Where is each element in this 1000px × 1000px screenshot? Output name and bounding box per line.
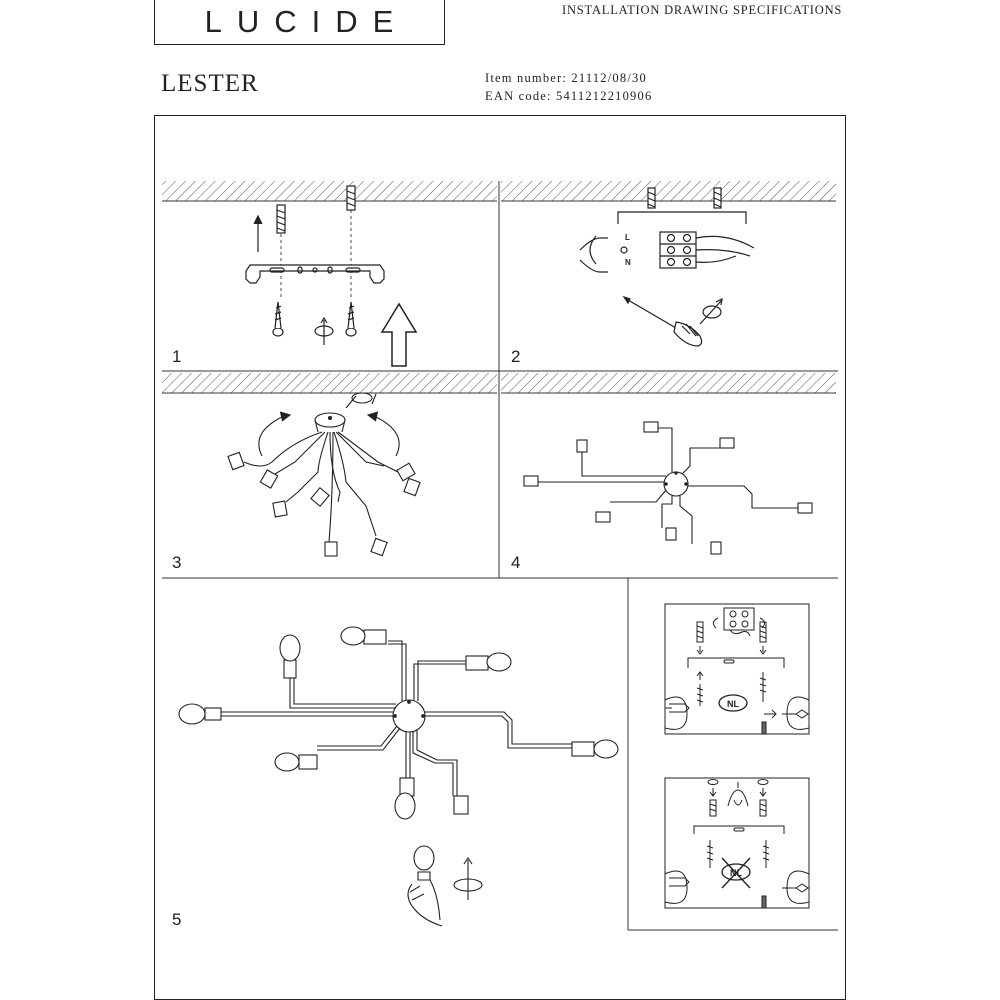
inset-nl-connection <box>664 603 810 735</box>
socket-icon <box>595 511 611 523</box>
screw-anchor-icon <box>696 621 704 655</box>
terminal-block-icon <box>712 607 766 637</box>
socket-icon <box>227 451 245 471</box>
socket-icon <box>643 421 659 433</box>
screw-anchor-icon <box>647 187 656 209</box>
document-type: INSTALLATION DRAWING SPECIFICATIONS <box>562 3 843 17</box>
screw-icon <box>345 301 357 337</box>
nl-badge-label: NL <box>727 699 739 709</box>
nl-badge-label: NL <box>730 868 742 878</box>
socket-icon <box>797 502 813 514</box>
rotate-arrow-icon <box>314 316 334 345</box>
panel-1-drawing <box>245 185 418 367</box>
item-number-row: Item number: 21112/08/30 <box>485 69 652 87</box>
panel-5-drawing <box>178 626 619 927</box>
socket-icon <box>719 437 735 449</box>
socket-icon <box>363 629 387 645</box>
socket-icon <box>370 537 388 557</box>
socket-icon <box>665 527 677 541</box>
inset-nl-crossed <box>664 777 810 909</box>
ceiling-canopy <box>314 412 346 433</box>
ean-label: EAN code: <box>485 89 557 103</box>
socket-icon <box>576 439 588 453</box>
step-number-2: 2 <box>511 347 521 366</box>
screw-anchor-icon <box>713 187 722 209</box>
screw-anchor-icon <box>709 799 717 817</box>
ceiling-hatch <box>162 181 836 394</box>
panel-4-drawing <box>523 421 813 555</box>
screwdriver-icon <box>622 295 703 347</box>
mounting-bracket <box>687 657 785 668</box>
mounting-bracket <box>617 211 747 224</box>
step-number-4: 4 <box>511 553 521 572</box>
socket-icon <box>204 707 222 721</box>
rotate-arrow-icon <box>258 411 400 457</box>
mounting-bracket <box>245 264 385 284</box>
cross-icon <box>721 857 751 889</box>
socket-icon <box>710 541 722 555</box>
socket-icon <box>298 754 318 770</box>
rotate-arrow-icon <box>699 297 723 325</box>
panel-2-drawing <box>579 187 755 347</box>
socket-icon <box>259 469 279 489</box>
product-name: LESTER <box>161 70 259 97</box>
ean-value: 5411212210906 <box>556 89 653 103</box>
light-bulb-icon <box>178 626 619 820</box>
screw-icon <box>272 301 284 337</box>
nl-badge <box>718 694 748 712</box>
socket-icon <box>283 659 297 679</box>
screw-anchor-icon <box>346 185 356 211</box>
screw-anchor-icon <box>759 799 767 817</box>
socket-icon <box>465 655 489 671</box>
socket-icon <box>523 475 539 487</box>
socket-icon <box>310 487 330 507</box>
ean-row: EAN code: 5411212210906 <box>485 87 652 105</box>
screw-anchor-icon <box>276 204 286 234</box>
up-arrow-icon <box>253 214 263 252</box>
socket-icon <box>396 462 416 482</box>
step-number-3: 3 <box>172 553 182 572</box>
step-number-5: 5 <box>172 910 182 929</box>
terminal-block-icon <box>659 231 697 269</box>
brand-logo: LUCIDE <box>154 0 445 45</box>
hand-icon <box>407 845 443 927</box>
brand-name: LUCIDE <box>204 4 409 39</box>
neutral-label: N <box>625 258 631 267</box>
panel-grid <box>162 181 838 931</box>
socket-icon <box>324 541 338 557</box>
rotate-arrow-icon <box>453 857 483 900</box>
socket-icon <box>272 500 288 518</box>
ceiling-canopy <box>663 471 689 497</box>
socket-icon <box>571 741 595 757</box>
item-number-label: Item number: <box>485 71 572 85</box>
screw-anchor-icon <box>759 621 767 655</box>
live-label: L <box>625 233 630 242</box>
product-meta: Item number: 21112/08/30 EAN code: 54112… <box>485 69 652 105</box>
panel-3-drawing <box>227 392 421 557</box>
socket-icon <box>453 795 469 815</box>
screwdriver-icon <box>345 392 377 409</box>
up-arrow-icon <box>380 302 418 367</box>
ceiling-canopy <box>392 699 426 733</box>
step-number-1: 1 <box>172 347 182 366</box>
mounting-bracket <box>693 825 785 834</box>
socket-icon <box>403 477 421 497</box>
item-number-value: 21112/08/30 <box>571 71 647 85</box>
